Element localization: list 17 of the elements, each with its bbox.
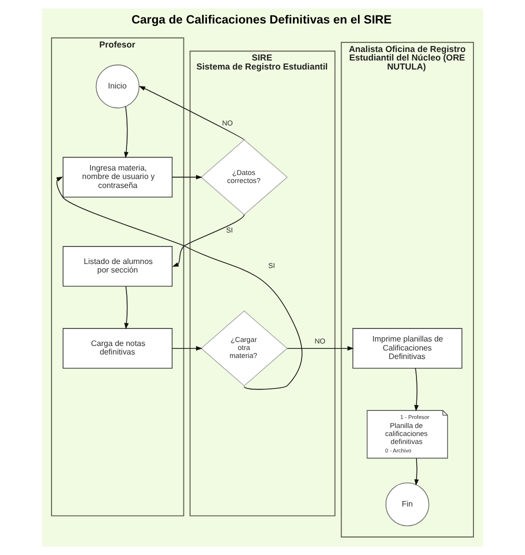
arrow bbox=[56, 176, 302, 390]
node-box: Listado de alumnos por sección bbox=[62, 246, 173, 287]
arrow bbox=[172, 346, 202, 351]
node-circle: Inicio bbox=[96, 64, 140, 108]
arrow bbox=[124, 106, 128, 158]
diagram-title: Carga de Calificaciones Definitivas en el SIRE bbox=[132, 12, 392, 27]
arrow bbox=[138, 86, 245, 140]
node-box: Carga de notas definitivas bbox=[62, 328, 173, 369]
arrow bbox=[172, 214, 245, 267]
arrow bbox=[414, 368, 419, 412]
arrow bbox=[414, 458, 419, 486]
node-box: Imprime planillas de Calificaciones Definitivas bbox=[352, 328, 462, 369]
arrow bbox=[172, 174, 202, 180]
arrow bbox=[124, 286, 129, 330]
node-box: Ingresa materia, nombre de usuario y contraseña bbox=[62, 156, 173, 198]
arrow bbox=[286, 346, 354, 351]
node-circle: Fin bbox=[385, 482, 430, 526]
